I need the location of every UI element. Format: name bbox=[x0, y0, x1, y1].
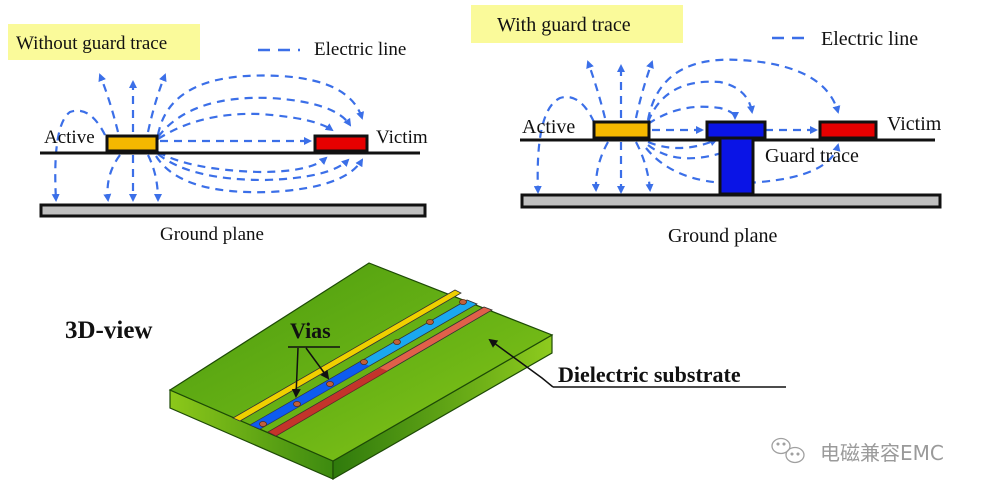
panel-title: With guard trace bbox=[497, 14, 631, 36]
field-line bbox=[157, 151, 328, 174]
ground-plane bbox=[520, 193, 942, 209]
guard-label: Guard trace bbox=[765, 145, 859, 167]
field-line bbox=[147, 154, 162, 202]
field-line bbox=[591, 141, 609, 192]
watermark-text: 电磁兼容EMC bbox=[820, 441, 944, 465]
guard-via bbox=[718, 136, 755, 196]
legend-label: Electric line bbox=[314, 39, 406, 60]
guard-trace bbox=[705, 120, 767, 140]
watermark: 电磁兼容EMC bbox=[771, 437, 944, 465]
active-label: Active bbox=[44, 127, 95, 148]
legend-label: Electric line bbox=[821, 28, 918, 50]
field-line bbox=[51, 109, 106, 202]
field-line bbox=[157, 112, 334, 140]
panel-without-guard: Without guard trace Electric line bbox=[8, 24, 428, 245]
via-dot bbox=[293, 401, 301, 407]
substrate-pointer bbox=[488, 338, 554, 388]
field-line bbox=[157, 96, 352, 138]
field-line bbox=[634, 60, 654, 119]
title-highlight bbox=[471, 5, 683, 43]
field-line bbox=[646, 58, 841, 121]
field-lines bbox=[533, 58, 841, 194]
wechat-icon bbox=[771, 437, 805, 464]
field-line bbox=[533, 95, 595, 194]
vias-pointer bbox=[305, 347, 330, 380]
victim-label: Victim bbox=[376, 127, 428, 148]
field-line bbox=[155, 155, 364, 194]
victim-trace-shade bbox=[268, 368, 388, 436]
field-line bbox=[98, 73, 120, 133]
victim-label: Victim bbox=[887, 113, 942, 135]
via-dot bbox=[259, 421, 267, 427]
panel-title: Without guard trace bbox=[16, 33, 167, 54]
view-title: 3D-view bbox=[65, 317, 152, 344]
ground-plane bbox=[39, 203, 427, 218]
field-line bbox=[586, 60, 607, 119]
active-trace bbox=[105, 134, 159, 153]
substrate-label: Dielectric substrate bbox=[558, 362, 741, 387]
active-label: Active bbox=[522, 116, 575, 138]
via-dot bbox=[326, 381, 334, 387]
guard-trace-shade bbox=[250, 362, 370, 429]
vias-label: Vias bbox=[290, 318, 331, 343]
field-line bbox=[156, 74, 365, 136]
field-line bbox=[647, 105, 739, 125]
view-3d: 3D-view Vias Dielectric substrate bbox=[65, 262, 786, 481]
vias-pointer bbox=[291, 347, 301, 398]
field-lines bbox=[51, 73, 365, 202]
field-line bbox=[146, 73, 167, 133]
title-highlight bbox=[8, 24, 200, 60]
field-line bbox=[646, 80, 755, 123]
field-line bbox=[647, 138, 718, 150]
ground-label: Ground plane bbox=[668, 225, 778, 247]
via-dot bbox=[459, 299, 467, 305]
field-line bbox=[103, 154, 121, 202]
field-line bbox=[645, 143, 841, 185]
active-trace-3d bbox=[232, 289, 462, 422]
field-line bbox=[157, 153, 350, 182]
ground-label: Ground plane bbox=[160, 224, 264, 245]
victim-trace bbox=[313, 134, 369, 153]
via-dot bbox=[393, 339, 401, 345]
via-dot bbox=[426, 319, 434, 325]
panel-with-guard: With guard trace Electric line bbox=[471, 5, 942, 247]
via-dot bbox=[360, 359, 368, 365]
vias bbox=[259, 299, 467, 427]
field-line bbox=[635, 141, 654, 192]
active-trace bbox=[592, 120, 651, 140]
victim-trace bbox=[818, 120, 878, 140]
